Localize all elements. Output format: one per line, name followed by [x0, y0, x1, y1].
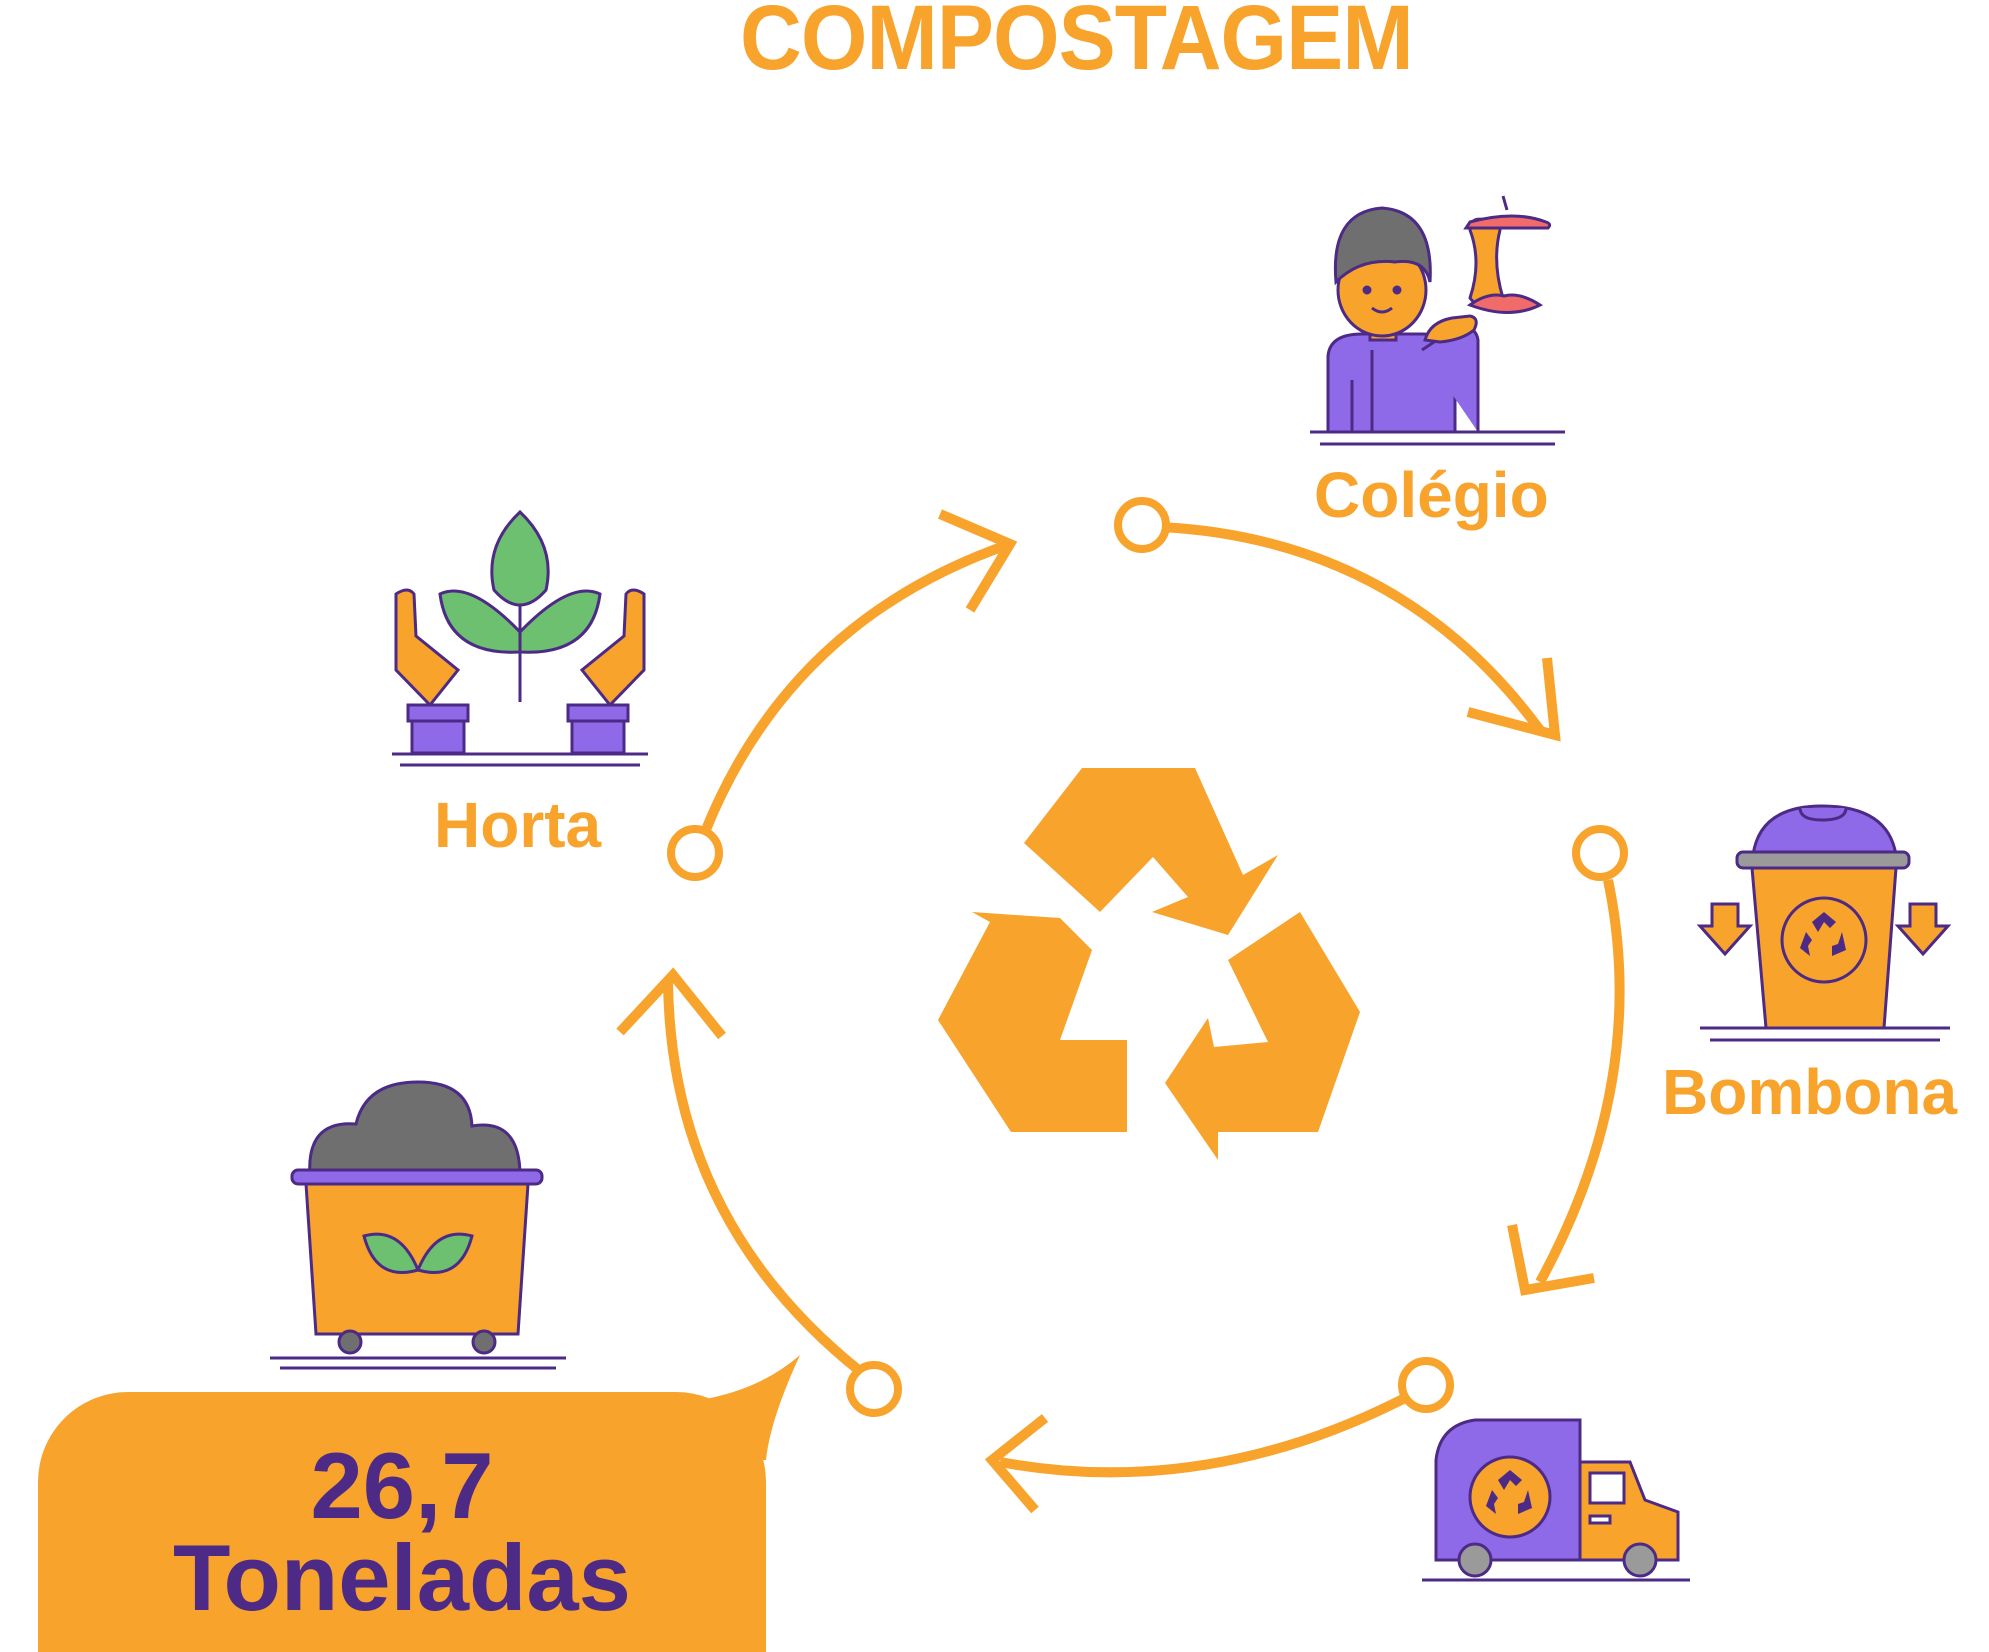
step-label-colegio: Colégio: [1314, 459, 1549, 531]
node-horta: [667, 825, 723, 881]
node-truck: [1398, 1357, 1454, 1413]
garbage-truck-icon: [1422, 1418, 1690, 1582]
recycling-bin-icon: [1696, 804, 1952, 1042]
stat-unit: Toneladas: [173, 1525, 631, 1630]
compost-bin-icon: [270, 1080, 566, 1370]
node-bombona: [1572, 825, 1628, 881]
arrowhead-colegio-to-bombona: [1466, 657, 1561, 742]
hands-plant-icon: [392, 509, 648, 767]
arrow-horta-to-colegio: [700, 539, 1012, 834]
step-label-bombona: Bombona: [1662, 1056, 1958, 1128]
arrow-truck-to-compost: [999, 1393, 1408, 1478]
node-colegio: [1114, 497, 1170, 553]
arrowhead-horta-to-colegio: [938, 509, 1018, 613]
stat-value: 26,7: [310, 1433, 494, 1538]
arrow-compost-to-horta: [663, 979, 865, 1376]
compostagem-diagram: COMPOSTAGEM Colégio Bombona Horta 26,7 T…: [38, 0, 1958, 1652]
cycle-graphic: [270, 195, 1952, 1582]
arrow-bombona-to-truck: [1535, 878, 1625, 1285]
step-label-horta: Horta: [434, 789, 602, 861]
node-compost: [846, 1361, 902, 1417]
student-with-apple-core-icon: [1310, 195, 1565, 446]
recycle-symbol-icon: [938, 768, 1360, 1160]
arrowhead-compost-to-horta: [616, 967, 726, 1040]
page-title: COMPOSTAGEM: [740, 0, 1414, 89]
arrowhead-bombona-to-truck: [1507, 1224, 1595, 1296]
arrow-colegio-to-bombona: [1161, 522, 1545, 733]
stat-text: 26,7 Toneladas: [38, 1433, 766, 1630]
arrowhead-truck-to-compost: [984, 1414, 1049, 1514]
